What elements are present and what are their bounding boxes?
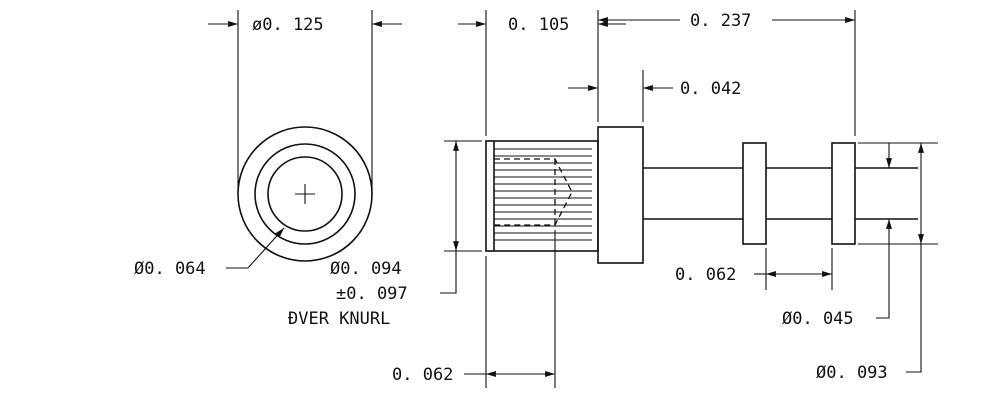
knurl-body — [485, 140, 599, 252]
flange-2 — [831, 142, 856, 245]
dim-0125-label: ø0. 125 — [252, 15, 324, 35]
dim-0237-label: 0. 237 — [690, 11, 751, 31]
side-view: 0. 105 0. 237 0. 042 Ø0. 094 ±0. 097 ÐVE… — [288, 10, 938, 388]
collar — [597, 126, 644, 264]
dim-0094-label: Ø0. 094 — [330, 259, 402, 279]
middle-circle — [254, 143, 356, 245]
leader-0064 — [226, 227, 285, 269]
knurl-lines — [494, 148, 592, 241]
dim-0062-bottom-label: 0. 062 — [392, 365, 453, 385]
tol-0097-label: ±0. 097 — [336, 284, 408, 304]
dim-0093-label: Ø0. 093 — [816, 363, 888, 383]
flange-1 — [742, 142, 767, 245]
end-view: ø0. 125 Ø0. 064 — [134, 10, 402, 279]
dim-0062-right-label: 0. 062 — [675, 265, 736, 285]
hidden-bore — [494, 158, 573, 226]
dim-0064-label: Ø0. 064 — [134, 259, 206, 279]
dim-0105-label: 0. 105 — [508, 15, 569, 35]
inner-circle — [267, 156, 343, 232]
dim-0042-label: 0. 042 — [680, 79, 741, 99]
over-knurl-label: ÐVER KNURL — [288, 309, 390, 329]
dim-0045-label: Ø0. 045 — [782, 309, 854, 329]
